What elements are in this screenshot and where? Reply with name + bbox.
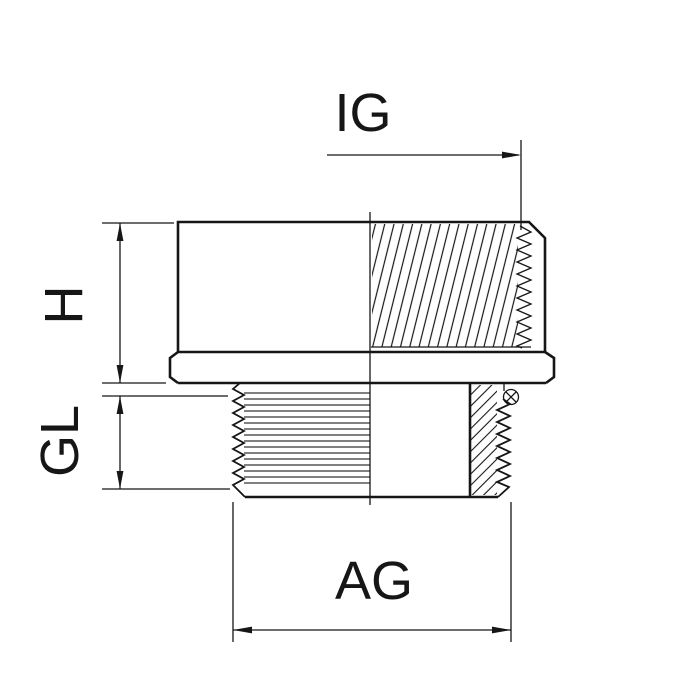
flange-left-edge: [168, 350, 179, 385]
section-hatch: [471, 385, 497, 495]
dimension-h: [102, 222, 174, 384]
internal-thread-profile: [515, 225, 533, 349]
dim-gl-arrowhead-bottom: [116, 471, 124, 489]
dim-ag-arrowhead-left: [233, 626, 252, 634]
internal-thread-hatch: [372, 224, 518, 347]
dimension-gl: [102, 395, 230, 490]
dimension-label-gl: GL: [30, 405, 90, 477]
flange-outline: [168, 350, 556, 385]
dim-ig-arrowhead: [502, 151, 521, 159]
dimension-label-ag: AG: [335, 551, 413, 611]
dimension-label-ig: IG: [334, 83, 391, 143]
external-thread-profile-right: [494, 398, 513, 498]
upper-body-outline: [176, 220, 547, 352]
seal-ring-symbol: [502, 388, 520, 406]
dimension-label-h: H: [34, 286, 94, 325]
dim-ag-arrowhead-right: [492, 626, 511, 634]
external-thread-lines: [244, 388, 370, 488]
external-thread-section: [231, 382, 520, 499]
dim-h-arrowhead-top: [116, 223, 124, 241]
dim-h-arrowhead-bottom: [116, 365, 124, 383]
external-thread-profile-left: [231, 382, 246, 498]
dim-gl-arrowhead-top: [116, 396, 124, 414]
dimension-ig: [327, 140, 522, 230]
flange-right-edge: [544, 350, 556, 385]
dimension-ag: [232, 502, 512, 642]
